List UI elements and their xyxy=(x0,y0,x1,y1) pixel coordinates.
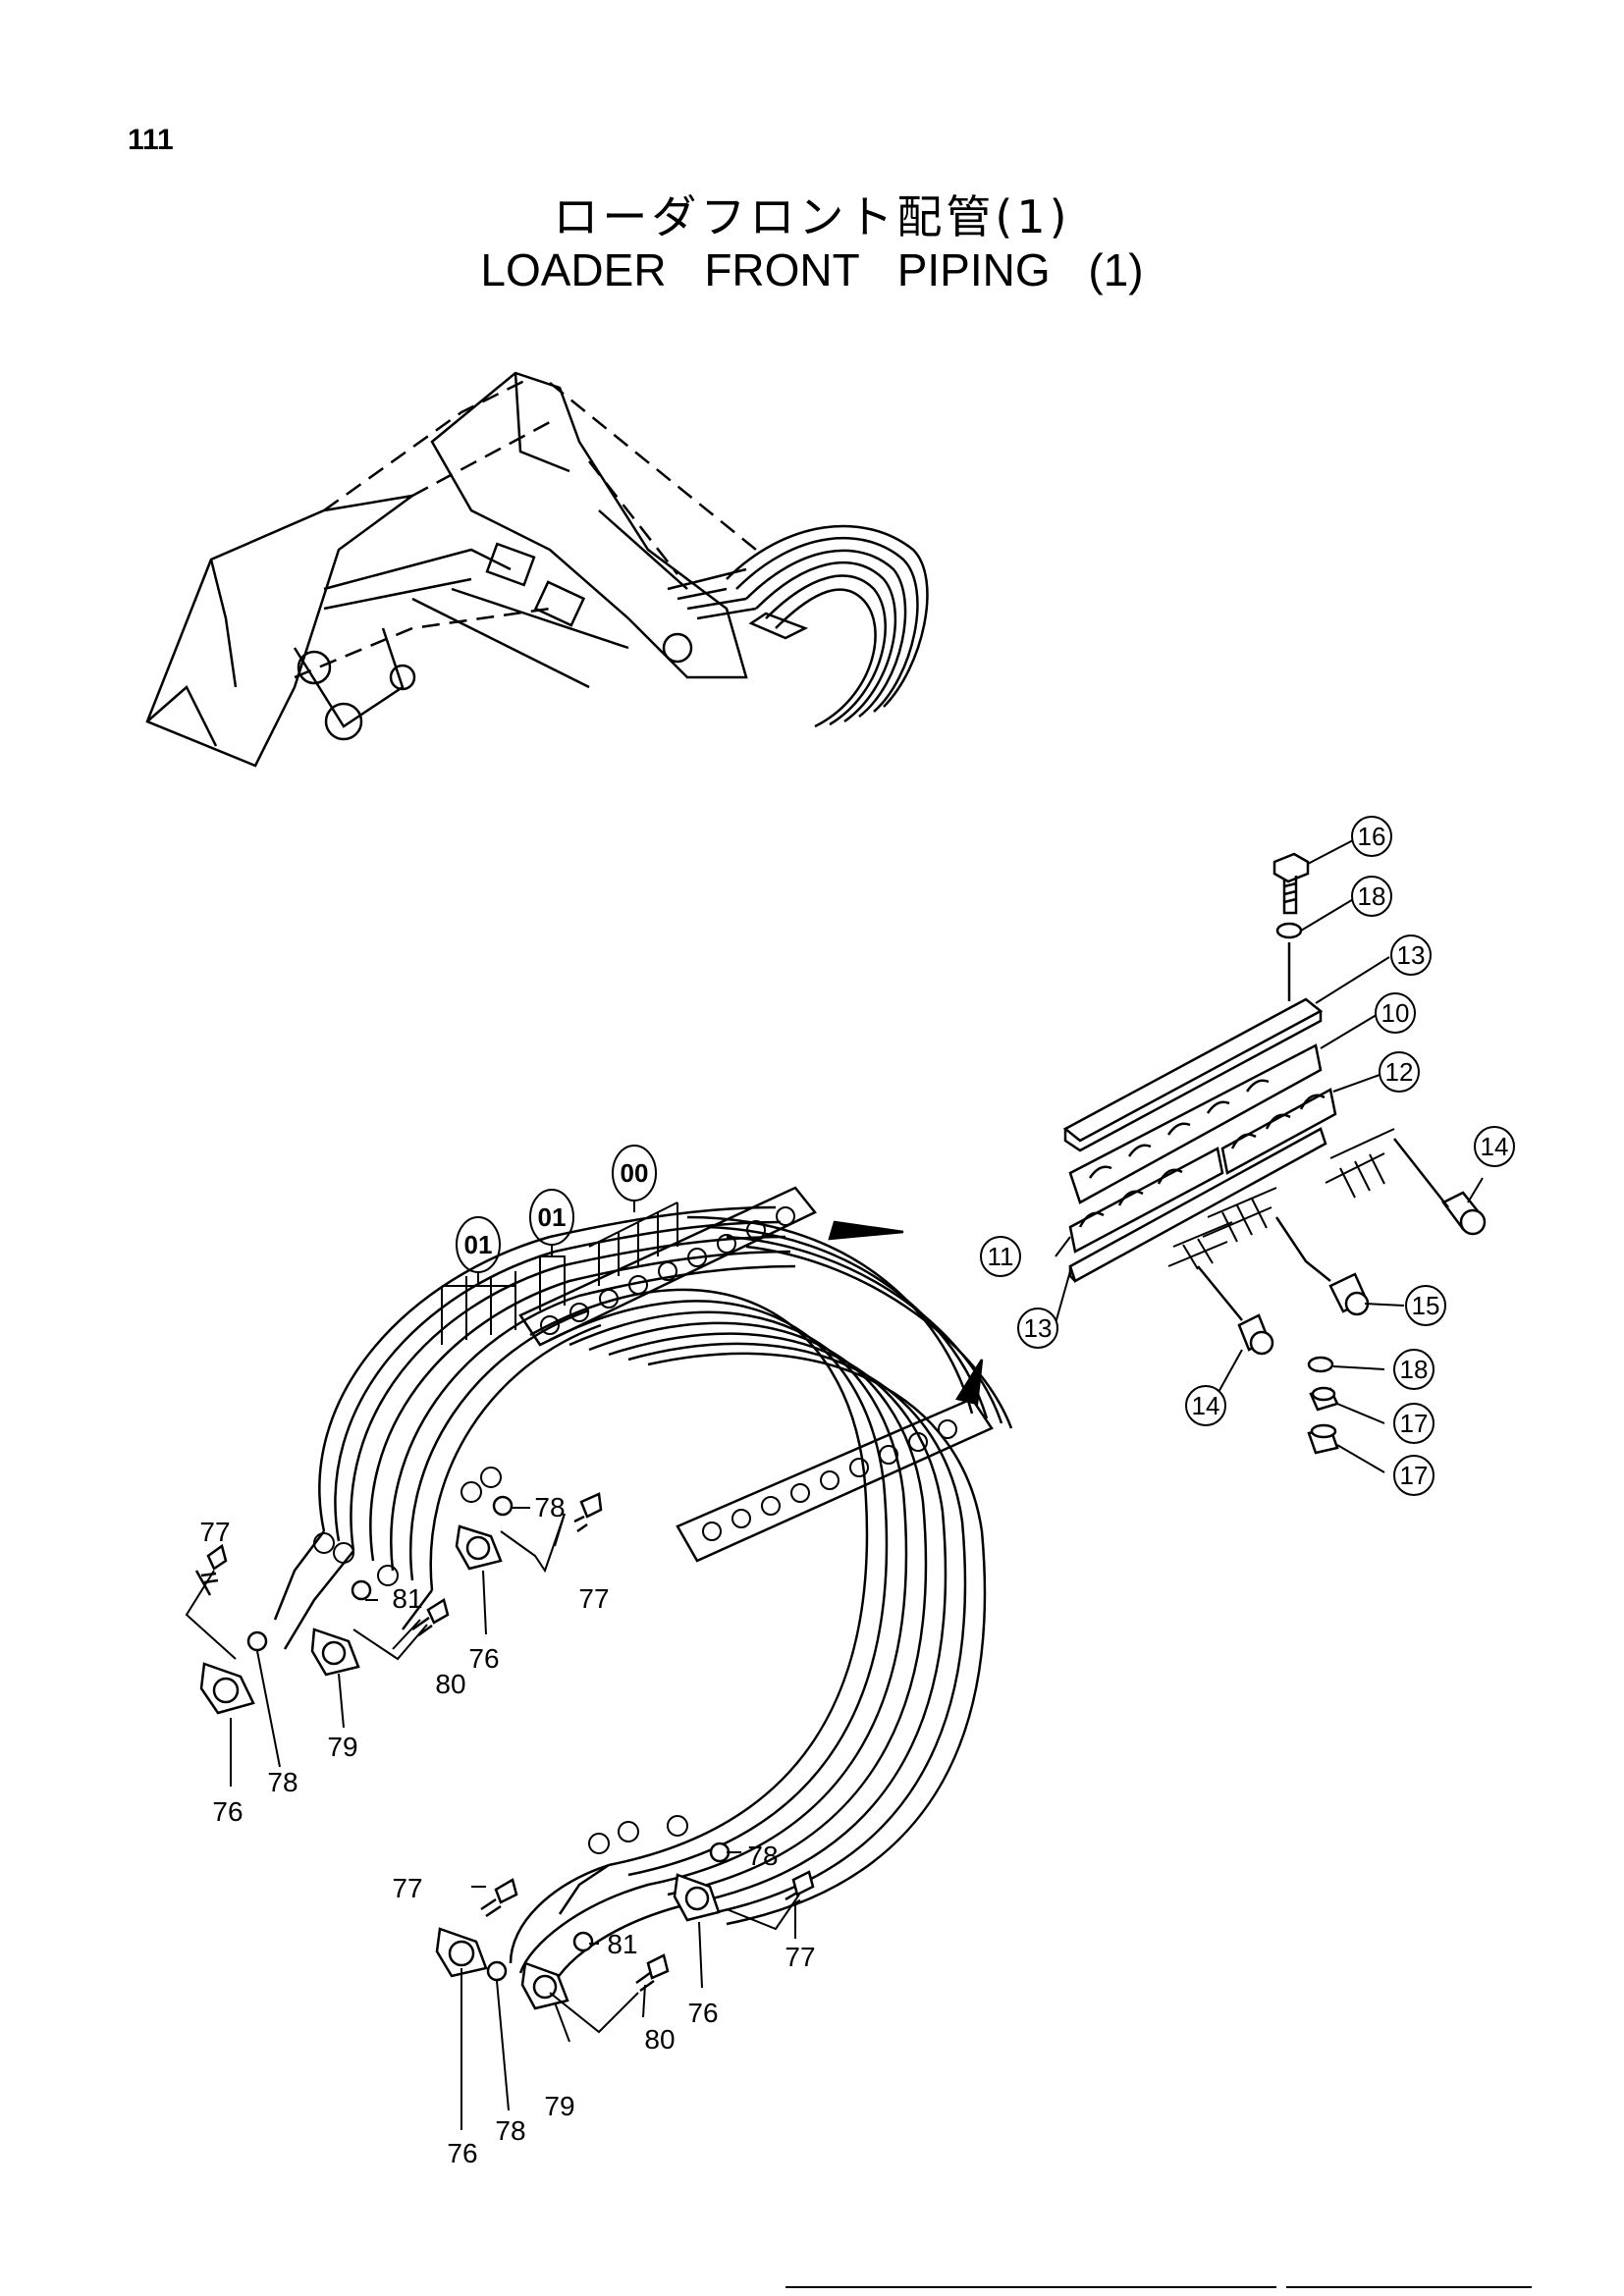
part-number-label: 80 xyxy=(435,1669,465,1699)
callout-number: 14 xyxy=(1481,1132,1509,1161)
plain-label-leader-lines xyxy=(185,1507,800,2130)
callout-circle xyxy=(1393,1349,1435,1390)
flange-fittings xyxy=(194,1492,815,2010)
hose-bundle-assembly xyxy=(273,1186,1013,1994)
page-number: 111 xyxy=(128,124,174,156)
part-number-label: 77 xyxy=(578,1583,609,1614)
part-number-label: 77 xyxy=(392,1873,422,1903)
callout-circle xyxy=(1375,992,1416,1034)
plain-part-labels: 77 78 81 77 80 76 79 78 76 78 77 81 77 8… xyxy=(199,1492,815,2168)
callout-circle xyxy=(1351,816,1392,857)
clamp-bracket-exploded-view xyxy=(1062,852,1487,1455)
callout-number: 13 xyxy=(1397,940,1426,970)
part-number-label: 77 xyxy=(785,1942,815,1972)
callout-circle xyxy=(1351,876,1392,917)
part-number-label: 81 xyxy=(392,1583,422,1614)
assembly-code-label: 01 xyxy=(538,1202,567,1232)
callout-number: 11 xyxy=(988,1242,1014,1271)
callout-circle xyxy=(980,1236,1021,1277)
page-title-japanese: ローダフロント配管(1) xyxy=(553,190,1071,243)
assembly-code-label: 01 xyxy=(464,1230,493,1259)
callout-circle xyxy=(1390,934,1432,976)
part-number-label: 78 xyxy=(534,1492,565,1522)
callout-number: 14 xyxy=(1192,1391,1220,1420)
callout-number: 13 xyxy=(1024,1313,1053,1343)
assembly-code-labels: 01 01 00 xyxy=(464,1158,649,1259)
part-number-label: 78 xyxy=(495,2115,525,2146)
callout-circle xyxy=(1379,1051,1420,1093)
callout-number: 16 xyxy=(1358,822,1386,851)
callout-circle xyxy=(1393,1455,1435,1496)
callout-number: 18 xyxy=(1358,881,1386,911)
assembly-code-label: 00 xyxy=(621,1158,649,1188)
callout-circle xyxy=(1017,1308,1058,1349)
part-number-label: 76 xyxy=(447,2138,477,2168)
callout-circle xyxy=(1405,1285,1446,1326)
part-number-label: 78 xyxy=(747,1841,778,1871)
part-number-label: 80 xyxy=(644,2024,675,2055)
part-number-label: 76 xyxy=(468,1643,499,1674)
circled-callouts xyxy=(980,816,1515,1496)
callout-number: 18 xyxy=(1400,1355,1429,1384)
callout-number: 15 xyxy=(1412,1291,1440,1320)
callout-number: 12 xyxy=(1385,1057,1414,1087)
callout-leader-lines xyxy=(1055,838,1484,1473)
part-number-label: 78 xyxy=(267,1767,298,1797)
part-number-label: 81 xyxy=(607,1929,637,1959)
callout-number: 17 xyxy=(1400,1461,1429,1490)
circled-callout-labels: 16 18 13 10 12 14 11 15 13 14 18 17 17 xyxy=(988,822,1509,1490)
callout-number: 17 xyxy=(1400,1409,1429,1438)
callout-circle xyxy=(1393,1403,1435,1444)
part-number-label: 76 xyxy=(687,1998,718,2028)
page-title-english: LOADER FRONT PIPING (1) xyxy=(480,244,1144,295)
part-number-label: 77 xyxy=(199,1517,230,1547)
assembly-code-markers xyxy=(441,1145,678,1345)
callout-circle xyxy=(1185,1385,1226,1426)
part-number-label: 79 xyxy=(544,2091,574,2121)
callout-number: 10 xyxy=(1381,998,1410,1028)
callout-circle xyxy=(1474,1126,1515,1167)
part-number-label: 79 xyxy=(327,1732,357,1762)
part-number-label: 76 xyxy=(212,1796,243,1827)
loader-overview-illustration xyxy=(145,371,929,768)
